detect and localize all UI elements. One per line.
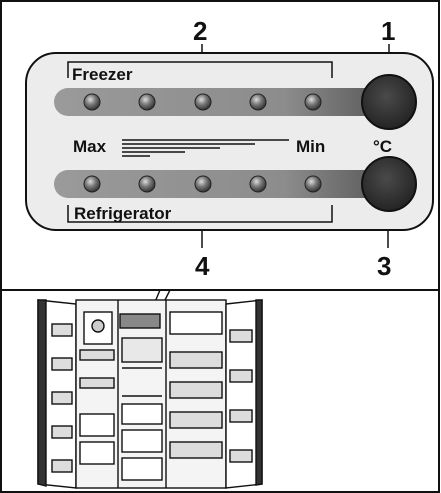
- min-label: Min: [296, 137, 325, 156]
- celsius-unit-label: °C: [373, 137, 392, 156]
- refrigerator-indicator-led: [138, 175, 156, 193]
- callout-4: 4: [195, 251, 210, 281]
- door-shelf: [229, 409, 253, 423]
- freezer-indicator-led: [138, 93, 156, 111]
- fridge-shelf: [121, 337, 163, 363]
- freezer-label: Freezer: [72, 65, 133, 84]
- refrigerator-illustration: [37, 289, 263, 489]
- door-shelf: [51, 323, 73, 337]
- door-bin: [169, 311, 223, 335]
- freezer-indicator-led: [304, 93, 322, 111]
- callout-2: 2: [193, 16, 207, 46]
- freezer-indicator-strip: [54, 88, 384, 116]
- refrigerator-indicators: [83, 175, 322, 193]
- refrigerator-temperature-button[interactable]: [361, 156, 417, 212]
- refrigerator-indicator-led: [194, 175, 212, 193]
- callout-1: 1: [381, 16, 395, 46]
- fridge-drawer: [121, 429, 163, 453]
- door-shelf: [229, 369, 253, 383]
- mini-control-panel: [119, 313, 161, 329]
- refrigerator-label: Refrigerator: [74, 204, 172, 223]
- freezer-indicator-led: [194, 93, 212, 111]
- refrigerator-indicator-led: [249, 175, 267, 193]
- door-bin: [169, 381, 223, 399]
- door-shelf: [51, 425, 73, 439]
- freezer-drawer: [79, 441, 115, 465]
- freezer-shelf: [79, 349, 115, 361]
- freezer-shelf: [79, 377, 115, 389]
- door-shelf: [229, 329, 253, 343]
- refrigerator-indicator-led: [304, 175, 322, 193]
- freezer-indicator-led: [249, 93, 267, 111]
- refrigerator-bracket: [67, 205, 333, 223]
- refrigerator-indicator-strip: [54, 170, 384, 198]
- door-shelf: [51, 391, 73, 405]
- freezer-door-edge: [37, 299, 47, 487]
- freezer-temperature-button[interactable]: [361, 74, 417, 130]
- callout-3: 3: [377, 251, 391, 281]
- freezer-drawer: [79, 413, 115, 437]
- door-bin: [169, 441, 223, 459]
- max-label: Max: [73, 137, 107, 156]
- refrigerator-door-edge: [255, 299, 263, 486]
- temperature-scale-lines: [122, 139, 289, 157]
- door-shelf: [229, 449, 253, 463]
- door-shelf: [51, 459, 73, 473]
- fridge-drawer: [121, 457, 163, 481]
- freezer-indicator-led: [83, 93, 101, 111]
- door-bin: [169, 351, 223, 369]
- bottom-frame: [0, 289, 440, 493]
- freezer-indicators: [83, 93, 322, 111]
- ice-dispenser-knob: [91, 319, 105, 333]
- refrigerator-indicator-led: [83, 175, 101, 193]
- door-bin: [169, 411, 223, 429]
- fridge-drawer: [121, 403, 163, 425]
- freezer-bracket: [67, 61, 333, 78]
- door-shelf: [51, 357, 73, 371]
